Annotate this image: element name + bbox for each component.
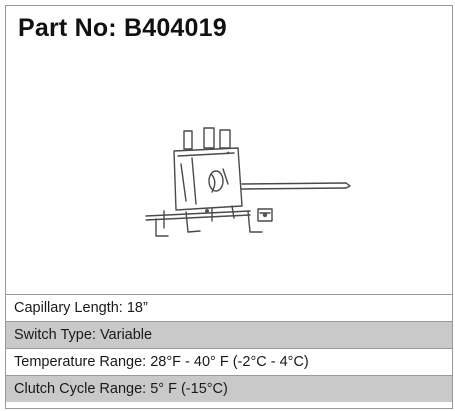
product-card: Part No: B404019 [5, 5, 453, 409]
spec-switch-type: Switch Type: Variable [6, 321, 452, 348]
spec-list: Capillary Length: 18” Switch Type: Varia… [6, 294, 452, 402]
spec-capillary-length: Capillary Length: 18” [6, 294, 452, 321]
spec-clutch-cycle-range: Clutch Cycle Range: 5° F (-15°C) [6, 375, 452, 402]
thermostat-switch-illustration [145, 127, 351, 237]
part-number-title: Part No: B404019 [18, 14, 227, 42]
spec-temperature-range: Temperature Range: 28°F - 40° F (-2°C - … [6, 348, 452, 375]
